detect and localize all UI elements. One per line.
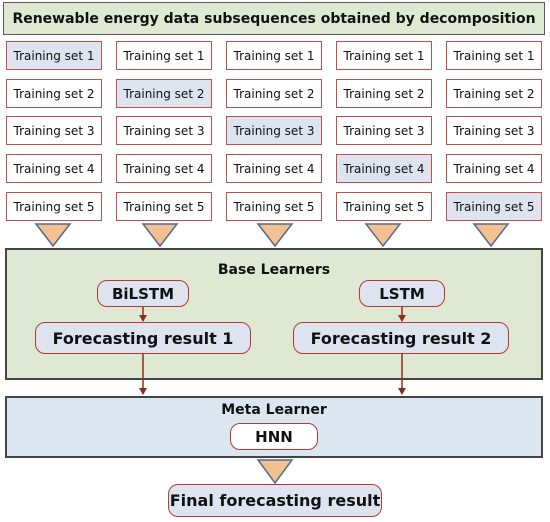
training-cell: Training set 2: [336, 79, 432, 108]
forecasting-result-1: Forecasting result 1: [35, 322, 251, 354]
training-cell: Training set 3: [336, 116, 432, 145]
training-cell: Training set 2: [446, 79, 542, 108]
training-cell: Training set 5: [336, 192, 432, 221]
training-cell: Training set 5: [116, 192, 212, 221]
down-triangle-icon: [256, 223, 294, 248]
training-cell: Training set 2: [6, 79, 102, 108]
training-cell: Training set 3: [116, 116, 212, 145]
training-cell: Training set 4: [226, 154, 322, 183]
training-cell: Training set 4: [116, 154, 212, 183]
training-cell: Training set 1: [336, 41, 432, 70]
hnn-model: HNN: [230, 423, 318, 450]
bilstm-model: BiLSTM: [97, 280, 189, 307]
training-cell: Training set 3: [226, 116, 322, 145]
down-triangle-icon: [364, 223, 402, 248]
training-cell: Training set 5: [6, 192, 102, 221]
down-triangle-icon: [34, 223, 72, 248]
training-cell: Training set 1: [446, 41, 542, 70]
training-cell: Training set 5: [446, 192, 542, 221]
lstm-model: LSTM: [359, 280, 445, 307]
training-cell: Training set 4: [6, 154, 102, 183]
training-cell: Training set 1: [116, 41, 212, 70]
final-forecasting-result: Final forecasting result: [168, 484, 382, 517]
training-cell: Training set 4: [336, 154, 432, 183]
training-cell: Training set 2: [226, 79, 322, 108]
training-cell: Training set 1: [226, 41, 322, 70]
training-cell: Training set 5: [226, 192, 322, 221]
base-learners-title: Base Learners: [217, 262, 331, 278]
forecasting-result-2: Forecasting result 2: [293, 322, 509, 354]
training-cell: Training set 2: [116, 79, 212, 108]
base-learners-panel: Base Learners: [5, 248, 543, 380]
down-triangle-icon: [256, 459, 294, 485]
header-title: Renewable energy data subsequences obtai…: [12, 10, 536, 27]
down-triangle-icon: [141, 223, 179, 248]
down-triangle-icon: [472, 223, 510, 248]
header-banner: Renewable energy data subsequences obtai…: [3, 2, 545, 35]
training-cell: Training set 3: [6, 116, 102, 145]
training-cell: Training set 3: [446, 116, 542, 145]
training-cell: Training set 1: [6, 41, 102, 70]
meta-learner-title: Meta Learner: [221, 402, 327, 418]
training-cell: Training set 4: [446, 154, 542, 183]
